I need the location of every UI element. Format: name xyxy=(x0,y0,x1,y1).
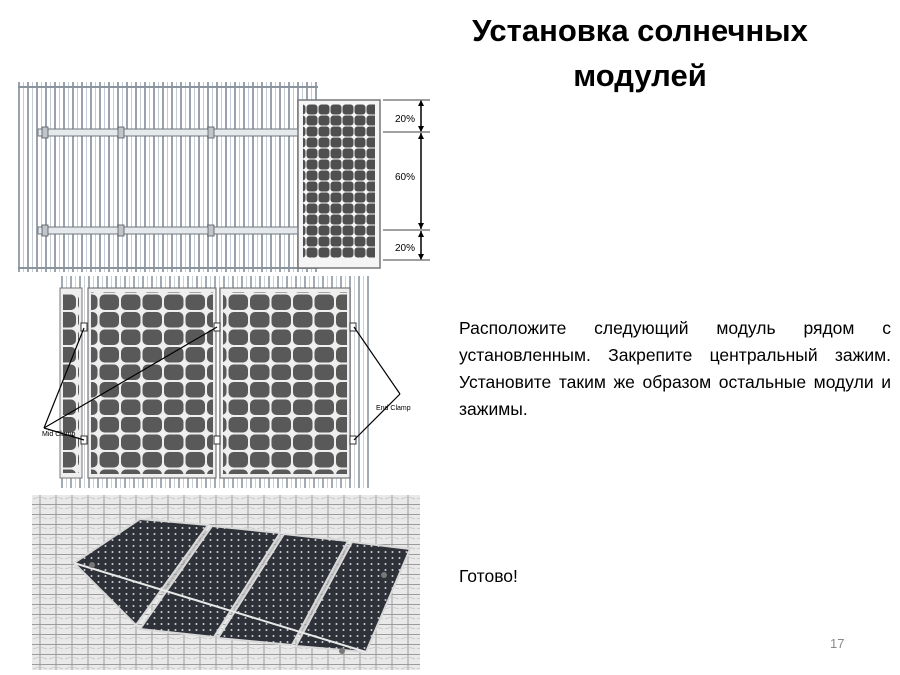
figure-rail-spacing: 20% 60% 20% xyxy=(18,82,432,272)
clamps-diagram: Mid Clamp End Clamp xyxy=(42,276,411,488)
slide-title: Установка солнечных модулей xyxy=(440,8,840,98)
figure-installed-array xyxy=(32,495,420,670)
label-20-bottom: 20% xyxy=(395,243,415,254)
installed-array-illustration xyxy=(32,495,420,670)
label-20-top: 20% xyxy=(395,114,415,125)
end-clamp-label: End Clamp xyxy=(376,405,411,412)
slide-title-line-1: Установка солнечных xyxy=(472,13,808,48)
mid-clamp-label: Mid Clamp xyxy=(42,431,76,438)
done-text: Готово! xyxy=(459,566,518,586)
figure-clamps: Mid Clamp End Clamp xyxy=(34,276,434,488)
rail-spacing-diagram: 20% 60% 20% xyxy=(18,82,430,272)
label-60-middle: 60% xyxy=(395,172,415,183)
page-number: 17 xyxy=(830,636,845,651)
instruction-text: Расположите следующий модуль рядом с уст… xyxy=(459,318,891,419)
slide-title-line-2: модулей xyxy=(573,58,707,93)
